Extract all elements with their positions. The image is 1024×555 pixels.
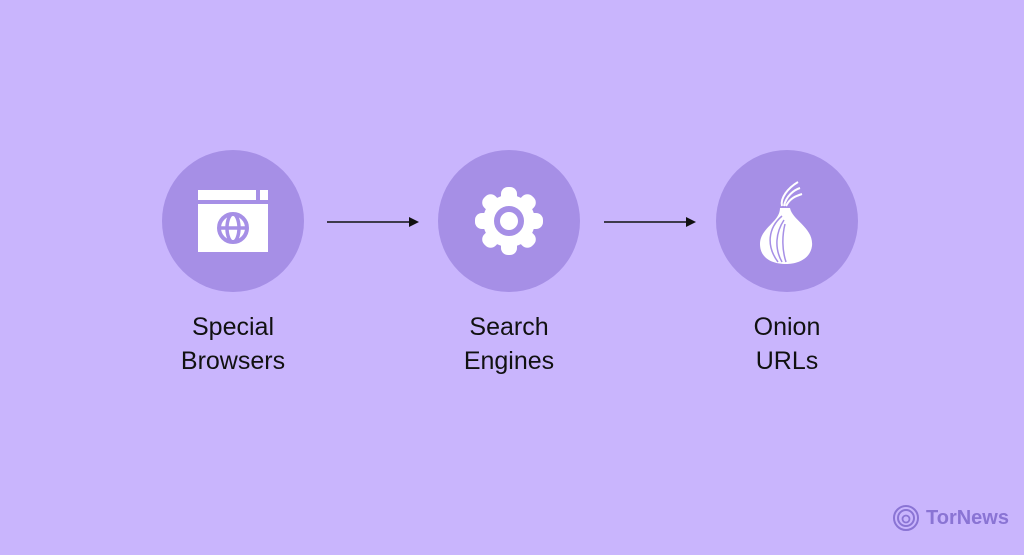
step-label: Search Engines [409, 310, 609, 378]
brand-name: TorNews [926, 506, 1009, 529]
label-line: URLs [755, 347, 819, 375]
arrow-icon [604, 217, 696, 227]
arrow-icon [327, 217, 419, 227]
gear-icon [438, 150, 580, 292]
brand-logo: TorNews [892, 504, 1009, 532]
onion-icon [716, 150, 858, 292]
step-label: Onion URLs [687, 310, 887, 378]
label-line: Special [192, 313, 274, 341]
tornews-logo-icon [893, 505, 919, 531]
label-line: Engines [463, 347, 555, 375]
step-label: Special Browsers [133, 310, 333, 378]
browser-globe-icon [162, 150, 304, 292]
label-line: Onion [753, 313, 821, 341]
label-line: Browsers [180, 347, 286, 375]
label-line: Search [469, 313, 549, 341]
